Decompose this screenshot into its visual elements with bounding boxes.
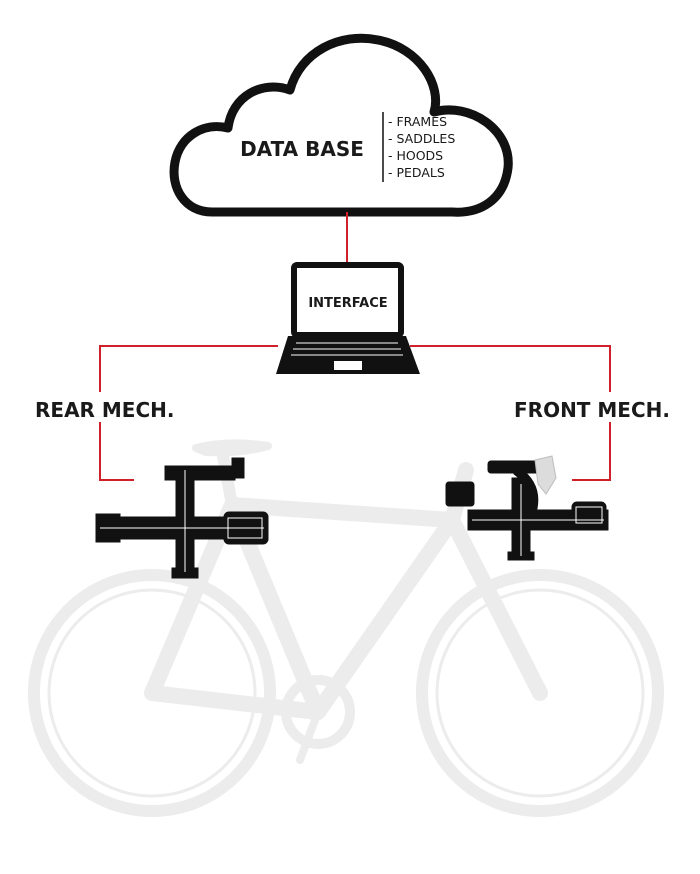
- connector-lines: [99, 212, 611, 481]
- rear-wheel: [28, 569, 276, 817]
- laptop-interface: INTERFACE: [276, 262, 420, 374]
- bicycle-illustration: [28, 439, 664, 817]
- laptop-trackpad: [334, 361, 362, 370]
- front-mech-label: FRONT MECH.: [514, 398, 670, 422]
- database-item-hoods: - HOODS: [388, 148, 443, 163]
- laptop-to-rear-line: [99, 345, 278, 392]
- front-mech-rig: [445, 455, 609, 561]
- chainring: [281, 675, 355, 749]
- database-title: DATA BASE: [240, 137, 364, 161]
- database-item-saddles: - SADDLES: [388, 131, 455, 146]
- interface-label: INTERFACE: [308, 296, 387, 311]
- front-wheel: [416, 569, 664, 817]
- rear-to-rig-line: [99, 422, 134, 481]
- database-item-frames: - FRAMES: [388, 114, 447, 129]
- laptop-to-front-line: [410, 345, 611, 392]
- front-to-rig-line: [572, 422, 611, 481]
- rear-mech-rig: [95, 457, 269, 579]
- rear-mech-label: REAR MECH.: [35, 398, 174, 422]
- bike-frame: [144, 462, 548, 720]
- database-cloud: DATA BASE - FRAMES - SADDLES - HOODS - P…: [169, 33, 513, 217]
- database-item-pedals: - PEDALS: [388, 165, 445, 180]
- laptop-screen: [291, 262, 404, 338]
- laptop-keyboard: [291, 342, 403, 356]
